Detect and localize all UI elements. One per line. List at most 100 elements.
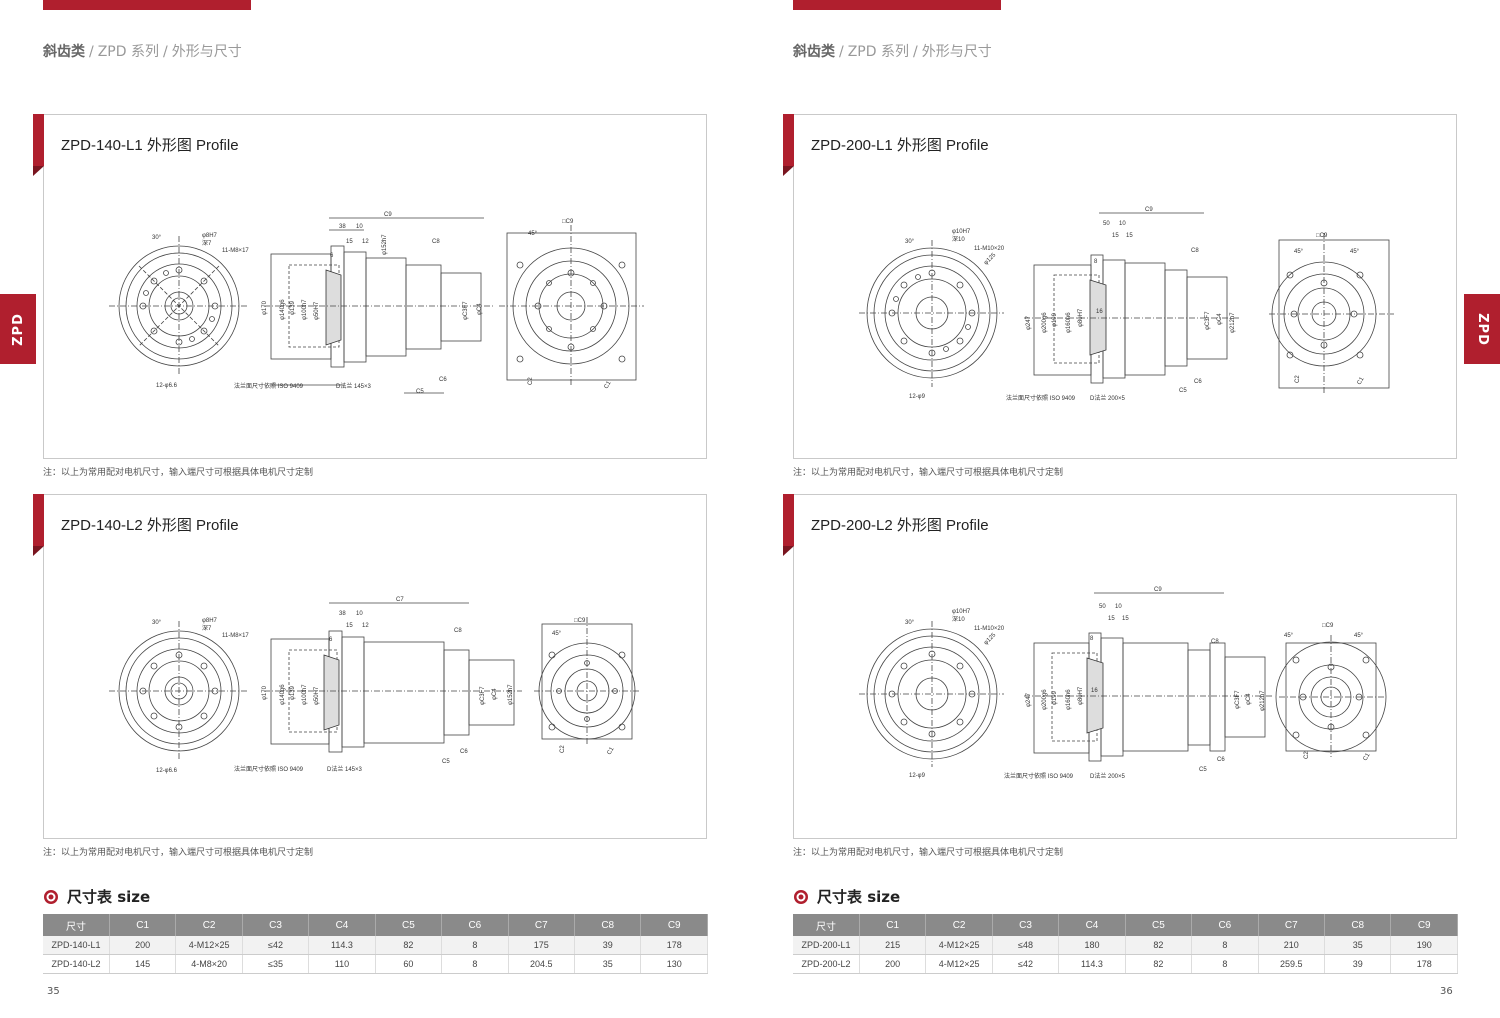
svg-text:C1: C1 <box>1357 376 1366 386</box>
svg-text:C1: C1 <box>604 380 613 390</box>
svg-text:C1: C1 <box>1363 752 1372 762</box>
svg-text:45°: 45° <box>1294 249 1304 255</box>
svg-text:φC4: φC4 <box>1246 693 1252 705</box>
svg-text:12-φ9: 12-φ9 <box>909 773 926 779</box>
table-header: C7 <box>508 914 576 936</box>
svg-text:φ100h7: φ100h7 <box>302 299 308 320</box>
svg-text:φ170: φ170 <box>262 300 268 315</box>
svg-text:φ212h7: φ212h7 <box>1260 690 1266 711</box>
table-header: C6 <box>441 914 509 936</box>
svg-text:法兰面尺寸依照 ISO 9409: 法兰面尺寸依照 ISO 9409 <box>1006 394 1076 402</box>
svg-text:C8: C8 <box>454 628 462 634</box>
svg-text:D法兰 200×5: D法兰 200×5 <box>1090 772 1126 780</box>
svg-text:φ152h7: φ152h7 <box>382 234 388 255</box>
svg-text:C5: C5 <box>1179 388 1187 394</box>
svg-text:C5: C5 <box>1199 767 1207 773</box>
panel-title: ZPD-200-L2 外形图 Profile <box>811 517 989 534</box>
right-breadcrumb: 斜齿类/ZPD 系列/外形与尺寸 <box>793 44 992 60</box>
svg-text:C7: C7 <box>396 597 404 603</box>
svg-text:φ8H7: φ8H7 <box>202 618 218 624</box>
breadcrumb-section: 外形与尺寸 <box>171 44 242 60</box>
svg-text:12: 12 <box>362 623 369 629</box>
svg-text:φC4: φC4 <box>492 688 498 700</box>
svg-text:φ140g6: φ140g6 <box>280 684 286 705</box>
svg-text:12-φ6.6: 12-φ6.6 <box>156 383 178 389</box>
svg-text:D法兰 200×5: D法兰 200×5 <box>1090 394 1126 402</box>
page-number-left: 35 <box>47 986 60 997</box>
svg-text:15: 15 <box>1112 233 1119 239</box>
svg-text:15: 15 <box>1126 233 1133 239</box>
svg-text:38: 38 <box>339 224 346 230</box>
size-table-right: 尺寸 C1 C2 C3 C4 C5 C6 C7 C8 C9 ZPD-200-L1… <box>793 914 1458 974</box>
svg-text:45°: 45° <box>1284 633 1294 639</box>
svg-text:φC3F7: φC3F7 <box>480 686 486 705</box>
panel-flag <box>33 114 44 176</box>
svg-text:15: 15 <box>1108 616 1115 622</box>
svg-text:45°: 45° <box>552 631 562 637</box>
panel-flag <box>33 494 44 556</box>
svg-text:30°: 30° <box>905 620 915 626</box>
table-header: C2 <box>925 914 993 936</box>
svg-text:C2: C2 <box>1295 375 1301 383</box>
svg-text:φC3F7: φC3F7 <box>1205 311 1211 330</box>
table-header: 尺寸 <box>43 914 110 936</box>
svg-text:φC4: φC4 <box>477 303 483 315</box>
svg-text:φ200g6: φ200g6 <box>1042 689 1048 710</box>
svg-text:C6: C6 <box>439 377 447 383</box>
svg-text:φ139: φ139 <box>290 685 296 700</box>
svg-text:45°: 45° <box>1350 249 1360 255</box>
table-header: C4 <box>308 914 376 936</box>
svg-text:C9: C9 <box>1154 587 1162 593</box>
svg-text:φ199: φ199 <box>1052 312 1058 327</box>
svg-text:φ152h7: φ152h7 <box>508 684 514 705</box>
svg-text:D法兰 145×3: D法兰 145×3 <box>336 382 372 390</box>
svg-text:6: 6 <box>330 253 334 259</box>
table-header: C5 <box>1125 914 1193 936</box>
panel-note: 注：以上为常用配对电机尺寸，输入端尺寸可根据具体电机尺寸定制 <box>793 468 1064 478</box>
svg-text:45°: 45° <box>528 231 538 237</box>
svg-text:□C9: □C9 <box>1316 233 1328 239</box>
profile-drawing-140-l2: 30° φ8H7 深7 11-M8×17 12-φ6.6 C7 38 10 15… <box>109 597 640 774</box>
panel-title: ZPD-200-L1 外形图 Profile <box>811 137 989 154</box>
svg-text:10: 10 <box>356 611 363 617</box>
svg-text:C6: C6 <box>460 749 468 755</box>
svg-text:φ212h7: φ212h7 <box>1230 312 1236 333</box>
svg-text:□C9: □C9 <box>574 618 586 624</box>
svg-text:6: 6 <box>329 637 333 643</box>
left-breadcrumb: 斜齿类/ZPD 系列/外形与尺寸 <box>43 44 242 60</box>
svg-text:C5: C5 <box>416 389 424 395</box>
table-header: C2 <box>175 914 243 936</box>
svg-text:φ247: φ247 <box>1026 692 1032 707</box>
svg-text:C8: C8 <box>1211 639 1219 645</box>
table-header: C4 <box>1058 914 1126 936</box>
svg-text:φC3F7: φC3F7 <box>463 301 469 320</box>
right-side-tab: ZPD <box>1464 294 1500 364</box>
gear-icon <box>794 889 808 904</box>
svg-text:C2: C2 <box>528 377 534 385</box>
angle-label: 30° <box>152 235 162 241</box>
table-header: C9 <box>1390 914 1458 936</box>
svg-text:C9: C9 <box>384 212 392 218</box>
svg-text:11-M10×20: 11-M10×20 <box>974 246 1005 252</box>
table-header: C9 <box>640 914 708 936</box>
svg-text:C2: C2 <box>560 745 566 753</box>
right-top-accent-bar <box>793 0 1001 10</box>
svg-text:法兰面尺寸依照 ISO 9409: 法兰面尺寸依照 ISO 9409 <box>1004 772 1074 780</box>
gear-icon <box>44 889 58 904</box>
breadcrumb-main: 斜齿类 <box>43 44 85 60</box>
svg-text:φC4: φC4 <box>1217 313 1223 325</box>
drawing-panel-140-l1: ZPD-140-L1 外形图 Profile <box>33 114 707 459</box>
page-number-right: 36 <box>1440 986 1453 997</box>
svg-text:C6: C6 <box>1217 757 1225 763</box>
svg-text:C6: C6 <box>1194 379 1202 385</box>
drawing-panel-200-l2: ZPD-200-L2 外形图 Profile <box>783 494 1457 839</box>
svg-text:15: 15 <box>346 239 353 245</box>
svg-text:φ80H7: φ80H7 <box>1078 308 1084 327</box>
svg-text:φ160h6: φ160h6 <box>1066 312 1072 333</box>
breadcrumb-series: ZPD 系列 <box>847 44 909 60</box>
svg-text:12-φ9: 12-φ9 <box>909 394 926 400</box>
svg-text:30°: 30° <box>152 620 162 626</box>
svg-text:11-M8×17: 11-M8×17 <box>222 248 249 254</box>
svg-text:38: 38 <box>339 611 346 617</box>
